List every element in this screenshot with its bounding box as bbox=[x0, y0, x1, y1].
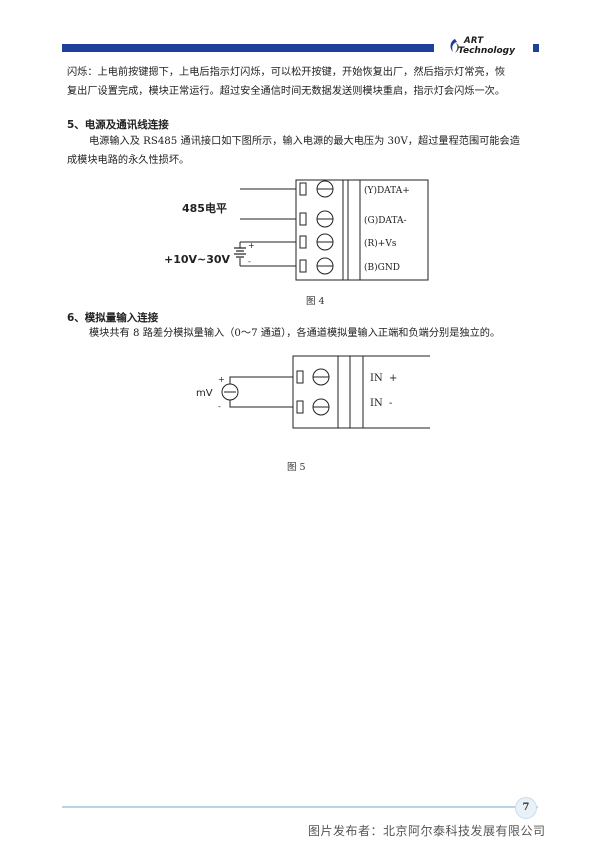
terminal-label-data-minus: (G)DATA- bbox=[364, 215, 407, 226]
analog-terminal-row-1: IN + bbox=[296, 368, 397, 386]
section-5-paragraph: 电源输入及 RS485 通讯接口如下图所示，输入电源的最大电压为 30V，超过量… bbox=[67, 132, 537, 170]
company-logo: ART Technology bbox=[448, 36, 532, 58]
figure-5-diagram: mV + - IN + IN - bbox=[196, 355, 430, 429]
source-minus-label: - bbox=[218, 402, 221, 411]
section-5-heading: 5、电源及通讯线连接 bbox=[67, 119, 169, 131]
analog-terminal-row-2: IN - bbox=[296, 398, 392, 416]
page-number: 7 bbox=[515, 797, 537, 819]
terminal-row-2: (G)DATA- bbox=[299, 210, 407, 228]
figure-5-caption: 图 5 bbox=[287, 462, 306, 473]
wire-in-minus bbox=[229, 400, 293, 408]
terminal-label-gnd: (B)GND bbox=[364, 262, 400, 273]
section-5-line-1: 电源输入及 RS485 通讯接口如下图所示，输入电源的最大电压为 30V，超过量… bbox=[89, 136, 520, 147]
terminal-label-in-minus: IN - bbox=[370, 398, 392, 409]
header-bar-end bbox=[533, 44, 539, 52]
section-5-line-2: 成模块电路的永久性损坏。 bbox=[67, 155, 190, 166]
section-6-heading: 6、模拟量输入连接 bbox=[67, 312, 159, 324]
header-bar bbox=[62, 44, 434, 52]
terminal-label-in-plus: IN + bbox=[370, 373, 397, 384]
battery-plus-label: + bbox=[248, 241, 255, 250]
figure-4-caption: 图 4 bbox=[306, 296, 325, 307]
intro-line-2: 复出厂设置完成，模块正常运行。超过安全通信时间无数据发送则模块重启，指示灯会闪烁… bbox=[67, 86, 506, 97]
mv-source-label: mV bbox=[196, 388, 213, 399]
terminal-label-data-plus: (Y)DATA+ bbox=[364, 185, 410, 196]
section-6-line-1: 模块共有 8 路差分模拟量输入（0～7 通道），各通道模拟量输入正端和负端分别是… bbox=[89, 328, 501, 339]
wire-in-plus bbox=[229, 376, 293, 384]
intro-paragraph: 闪烁：上电前按键摁下，上电后指示灯闪烁，可以松开按键，开始恢复出厂，然后指示灯常… bbox=[67, 63, 537, 101]
rs485-level-label: 485电平 bbox=[182, 201, 227, 215]
terminal-row-3: (R)+Vs bbox=[299, 233, 397, 251]
battery-icon bbox=[234, 247, 246, 258]
footer-line bbox=[62, 806, 538, 808]
logo-text-art: ART bbox=[464, 36, 484, 46]
logo-text-technology: Technology bbox=[458, 46, 515, 56]
logo-mark-icon bbox=[450, 39, 459, 53]
terminal-label-vs: (R)+Vs bbox=[364, 238, 397, 249]
source-plus-label: + bbox=[218, 375, 225, 384]
section-6-paragraph: 模块共有 8 路差分模拟量输入（0～7 通道），各通道模拟量输入正端和负端分别是… bbox=[67, 324, 537, 343]
terminal-row-1: (Y)DATA+ bbox=[299, 180, 410, 198]
power-range-label: +10V~30V bbox=[164, 253, 231, 266]
terminal-row-4: (B)GND bbox=[299, 257, 400, 275]
figure-4-diagram: + - 485电平 +10V~30V (Y)DATA+ (G)DATA- (R)… bbox=[164, 179, 429, 281]
publisher-watermark: 图片发布者：北京阿尔泰科技发展有限公司 bbox=[308, 824, 546, 838]
intro-line-1: 闪烁：上电前按键摁下，上电后指示灯闪烁，可以松开按键，开始恢复出厂，然后指示灯常… bbox=[67, 67, 506, 78]
analog-terminal-block-outline bbox=[292, 355, 430, 429]
battery-minus-label: - bbox=[248, 257, 251, 266]
